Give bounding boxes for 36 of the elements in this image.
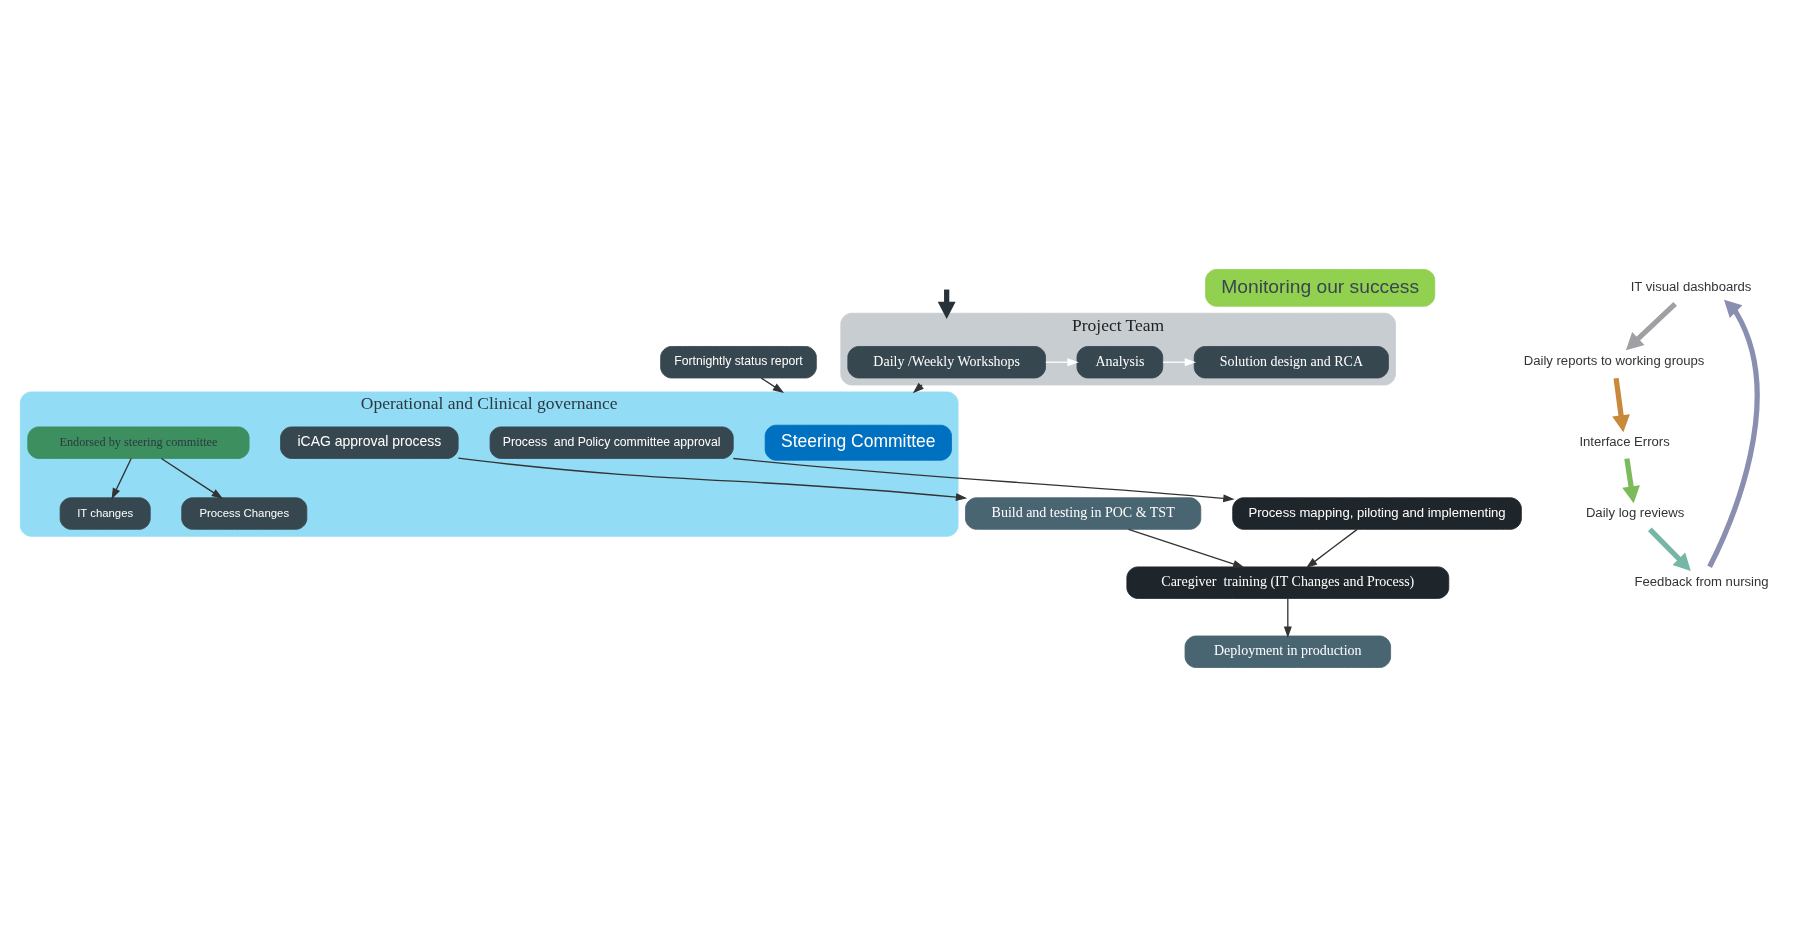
arrow (1045, 357, 1079, 366)
node-text: Feedback from nursing (1634, 573, 1769, 589)
arrow (760, 376, 785, 393)
node-box: Daily /Weekly Workshops (847, 345, 1046, 378)
node-box: Monitoring our success (1205, 268, 1436, 307)
node-text: Daily reports to working groups (1523, 352, 1705, 368)
node-text: Interface Errors (1579, 433, 1670, 449)
node-box: Endorsed by steering committee (27, 426, 250, 459)
arrow (160, 457, 223, 499)
node-box: Caregiver training (IT Changes and Process) (1126, 565, 1450, 599)
node-box: iCAG approval process (280, 426, 459, 459)
node-text: Daily log reviews (1585, 504, 1685, 520)
node-box: Fortnightly status report (660, 345, 817, 378)
node-box: Process Changes (181, 496, 308, 530)
node-box: Process mapping, piloting and implementing (1232, 496, 1522, 530)
node-box: Process and Policy committee approval (489, 426, 734, 459)
node-box: Steering Committee (764, 424, 952, 461)
arrow (912, 382, 924, 393)
node-box: Solution design and RCA (1193, 345, 1389, 378)
node-text: IT visual dashboards (1630, 278, 1752, 294)
arrow (732, 457, 1235, 502)
node-box: Build and testing in POC & TST (965, 496, 1202, 530)
arrow (1707, 299, 1760, 568)
node-box: Deployment in production (1184, 635, 1392, 668)
arrow (1305, 528, 1358, 568)
arrow (1622, 457, 1640, 503)
node-box: Analysis (1076, 345, 1164, 378)
arrow (1625, 301, 1677, 350)
arrow (457, 457, 968, 501)
arrow (1162, 357, 1197, 366)
arrow (1283, 597, 1292, 638)
arrow (1612, 377, 1630, 432)
node-box: IT changes (59, 496, 151, 530)
arrow (1127, 528, 1245, 568)
arrow (1647, 527, 1691, 571)
arrow (111, 457, 132, 499)
